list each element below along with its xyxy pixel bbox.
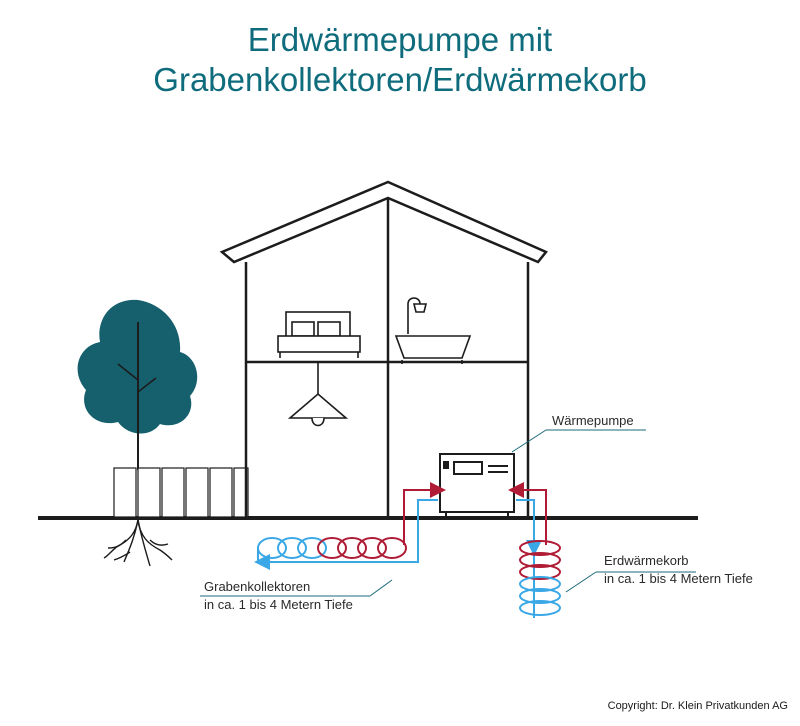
heatpump-icon	[439, 453, 515, 518]
title-line-2: Grabenkollektoren/Erdwärmekorb	[153, 61, 647, 98]
pipe-cold-right	[516, 499, 542, 618]
graben-collector-coils	[257, 537, 407, 562]
korb-label-line-1: Erdwärmekorb	[604, 553, 689, 568]
korb-label-line-2: in ca. 1 bis 4 Metern Tiefe	[604, 571, 753, 586]
house-icon	[219, 180, 548, 518]
fence-icon	[113, 467, 249, 518]
pipe-hot-right	[508, 482, 547, 545]
graben-label-line-1: Grabenkollektoren	[204, 579, 311, 594]
title-line-1: Erdwärmepumpe mit	[247, 21, 553, 58]
page-title: Erdwärmepumpe mit Grabenkollektoren/Erdw…	[0, 20, 800, 100]
sink-icon	[394, 297, 472, 364]
bed-icon	[277, 311, 361, 358]
heatpump-leader	[511, 429, 547, 453]
heatpump-label-text: Wärmepumpe	[552, 413, 634, 428]
graben-label-line-2: in ca. 1 bis 4 Metern Tiefe	[204, 597, 353, 612]
tree-icon	[77, 299, 198, 470]
pipe-hot-left	[403, 482, 446, 545]
erdwaermekorb-coils	[519, 540, 561, 616]
copyright-text: Copyright: Dr. Klein Privatkunden AG	[607, 700, 788, 712]
graben-label: Grabenkollektoren in ca. 1 bis 4 Metern …	[204, 578, 353, 614]
korb-leader	[565, 571, 597, 593]
lamp-icon	[287, 362, 349, 427]
roots-icon	[103, 519, 173, 567]
korb-label: Erdwärmekorb in ca. 1 bis 4 Metern Tiefe	[604, 552, 753, 588]
pipe-cold-left	[254, 499, 438, 570]
graben-leader-diag	[369, 579, 393, 597]
heatpump-label: Wärmepumpe	[552, 412, 634, 430]
